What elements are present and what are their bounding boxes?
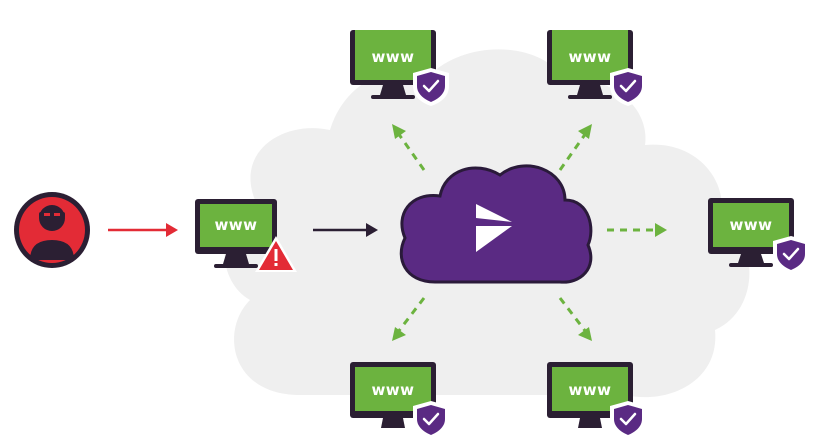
monitor-label: www bbox=[371, 48, 414, 66]
monitor-label: www bbox=[568, 48, 611, 66]
origin-server-monitor: www bbox=[195, 199, 297, 272]
monitor-label: www bbox=[214, 216, 257, 234]
distribution-arrows bbox=[392, 124, 667, 341]
shield-check-icon bbox=[413, 68, 449, 106]
dist-arrow-bottom-right bbox=[558, 297, 592, 341]
shield-check-icon bbox=[610, 401, 646, 439]
protected-monitor-bottom-right: www bbox=[547, 362, 646, 439]
dist-arrow-top-right bbox=[558, 124, 592, 171]
shield-check-icon bbox=[773, 236, 809, 274]
attack-arrow bbox=[108, 223, 178, 237]
protection-cloud bbox=[399, 164, 593, 284]
monitor-label: www bbox=[568, 381, 611, 399]
protected-monitor-top-left: www bbox=[350, 30, 449, 106]
hacker-avatar-icon bbox=[14, 192, 90, 268]
shield-check-icon bbox=[610, 68, 646, 106]
protected-monitor-top-right: www bbox=[547, 30, 646, 106]
monitor-label: www bbox=[729, 216, 772, 234]
forward-arrow bbox=[313, 223, 378, 237]
play-arrow-logo-icon bbox=[476, 204, 512, 252]
monitor-label: www bbox=[371, 381, 414, 399]
shield-check-icon bbox=[413, 401, 449, 439]
protected-monitor-bottom-left: www bbox=[350, 362, 449, 439]
dist-arrow-right bbox=[607, 223, 667, 237]
warning-triangle-icon bbox=[255, 236, 297, 272]
dist-arrow-bottom-left bbox=[392, 297, 426, 341]
dist-arrow-top-left bbox=[392, 124, 426, 171]
protected-monitor-right: www bbox=[708, 198, 809, 274]
